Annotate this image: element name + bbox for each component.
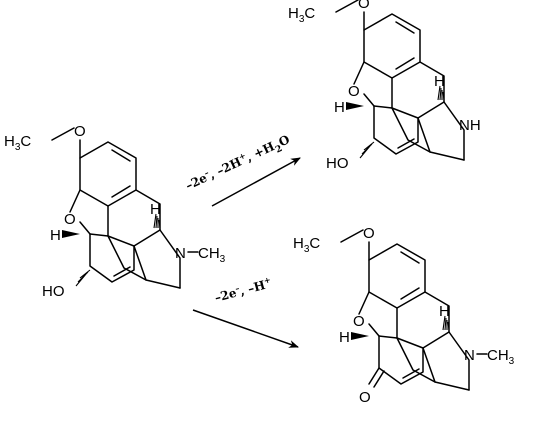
ring-oxygen-label: O [348,83,360,100]
upper-arrow-conditions: –2e–, –2H+, +H2O [183,130,294,196]
h-label: H [339,329,350,346]
ring-oxygen-label: O [64,211,76,228]
nh-label: NH [459,117,481,134]
h9-label: H [439,303,450,320]
codeinone-molecule: O H3C O H H O N CH3 [293,225,515,406]
norcodeine-molecule: O H3C O H H HO NH [288,0,481,172]
nitrogen-label: N [464,347,475,364]
n-methyl-label: CH3 [198,245,226,265]
reaction-arrow-lower [192,309,299,348]
h-wedge [62,230,80,238]
hydroxyl-label: HO [42,283,65,300]
ring-oxygen-label: O [353,313,365,330]
methyl-label: H3C [4,133,31,153]
h-label: H [50,227,61,244]
methoxy-oxygen-label: O [363,225,375,242]
ketone-oxygen-label: O [359,389,371,406]
methoxy-oxygen-label: O [358,0,370,12]
n-methyl-label: CH3 [487,347,515,367]
codeine-molecule: O H3C O H H HO N CH3 [4,123,226,300]
h-wedge [351,332,369,340]
methoxy-oxygen-label: O [74,123,86,140]
reaction-arrow-upper [211,157,301,207]
h9-label: H [150,201,161,218]
nitrogen-label: N [175,245,186,262]
h-label: H [334,99,345,116]
methyl-label: H3C [293,235,320,255]
methyl-label: H3C [288,5,315,25]
lower-arrow-conditions: –2e–, –H+ [213,274,274,305]
hydroxyl-label: HO [326,155,349,172]
h9-label: H [434,73,445,90]
h-wedge [346,102,364,110]
